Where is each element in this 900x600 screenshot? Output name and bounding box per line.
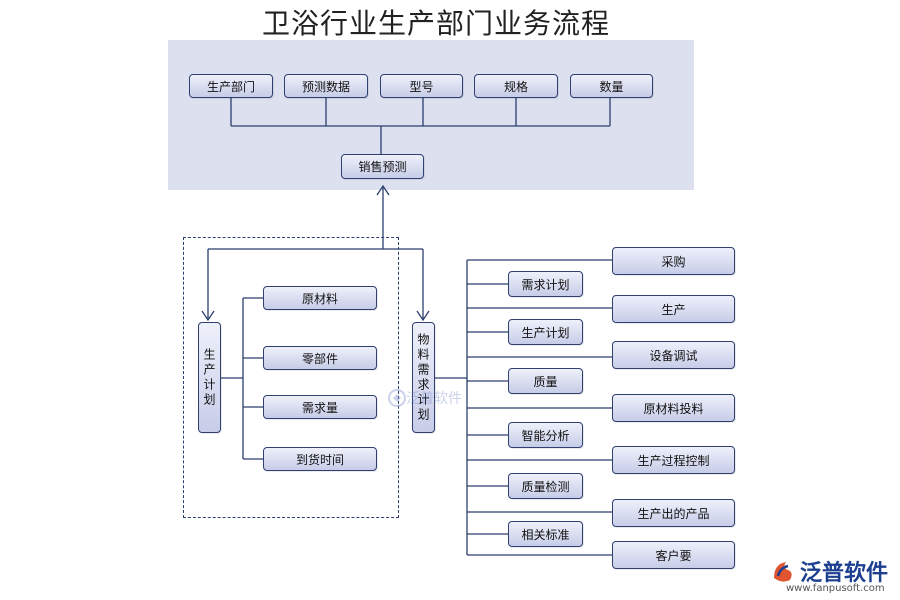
mid-item-standards: 相关标准 <box>508 521 583 547</box>
right-item-material-feeding: 原材料投料 <box>612 394 735 422</box>
top-panel <box>168 40 694 190</box>
brand-logo: 泛普软件 <box>770 555 888 587</box>
production-plan-group <box>183 237 399 518</box>
production-plan-box: 生产计划 <box>198 322 221 433</box>
watermark-text: 泛普软件 <box>406 391 462 407</box>
mid-item-production-plan: 生产计划 <box>508 319 583 345</box>
brand-logo-text: 泛普软件 <box>800 561 889 586</box>
left-item-arrival-time: 到货时间 <box>263 447 377 471</box>
material-plan-box: 物料需求计划 <box>412 322 435 433</box>
left-item-raw-material: 原材料 <box>263 286 377 310</box>
top-box-forecast-data: 预测数据 <box>284 74 368 98</box>
watermark-logo-icon <box>388 389 406 407</box>
mid-item-quality: 质量 <box>508 368 583 394</box>
left-item-parts: 零部件 <box>263 346 377 370</box>
brand-url: www.fanpusoft.com <box>786 583 885 594</box>
brand-logo-icon <box>774 562 792 582</box>
top-box-spec: 规格 <box>474 74 558 98</box>
right-item-process-control: 生产过程控制 <box>612 446 735 474</box>
mid-item-quality-inspection: 质量检测 <box>508 473 583 499</box>
top-box-model: 型号 <box>380 74 463 98</box>
sales-forecast-box: 销售预测 <box>341 154 424 179</box>
top-box-production-dept: 生产部门 <box>189 74 273 98</box>
watermark: 泛普软件 <box>388 388 462 408</box>
mid-item-smart-analysis: 智能分析 <box>508 422 583 448</box>
mid-item-demand-plan: 需求计划 <box>508 271 583 297</box>
diagram-title: 卫浴行业生产部门业务流程 <box>261 7 610 40</box>
top-box-quantity: 数量 <box>570 74 653 98</box>
right-item-output-products: 生产出的产品 <box>612 499 735 527</box>
right-item-production: 生产 <box>612 295 735 323</box>
right-item-purchase: 采购 <box>612 247 735 275</box>
right-item-equipment-debug: 设备调试 <box>612 341 735 369</box>
left-item-demand: 需求量 <box>263 395 377 419</box>
right-item-customer: 客户要 <box>612 541 735 569</box>
